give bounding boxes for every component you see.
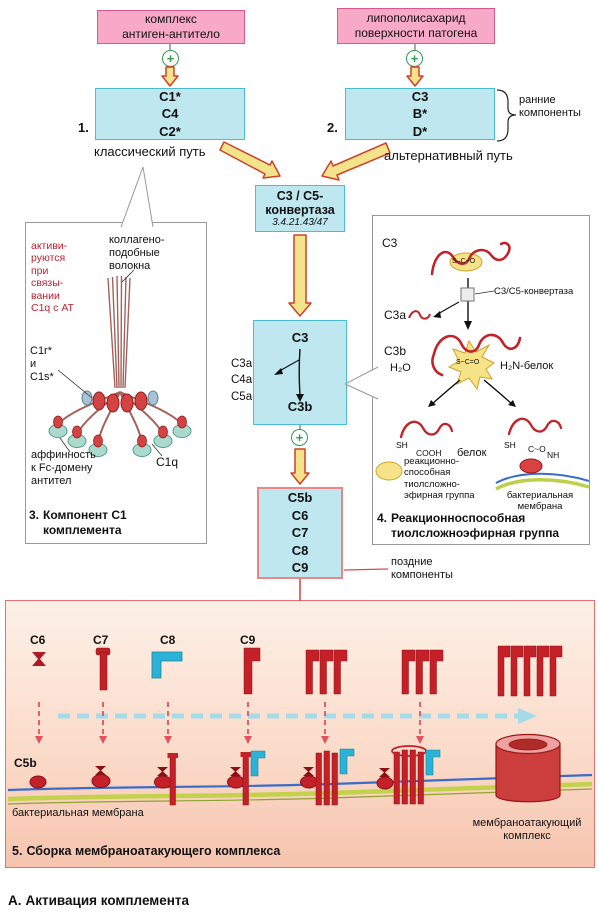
panel5-caption-text: Сборка мембраноатакующего комплекса — [26, 844, 281, 858]
figure-title-text: Активация комплемента — [25, 893, 190, 908]
panel3-caption-text: Компонент C1 комплемента — [43, 508, 127, 537]
plus-sign: + — [295, 430, 304, 445]
antigen-antibody-label: комплекс антиген-антитело — [122, 12, 220, 41]
mac-label: мембраноатакующий комплекс — [472, 817, 582, 842]
sh-label: SH — [504, 440, 516, 450]
thioester-group-text: S–C~O — [452, 258, 476, 265]
lps-label: липополисахарид поверхности патогена — [354, 11, 478, 40]
c6-label: C6 — [30, 633, 46, 647]
arrow-down-icon — [161, 66, 179, 87]
plus-circle-icon: + — [291, 429, 308, 446]
p4-c3b-label: C3b — [384, 344, 407, 358]
h2n-protein-label: H₂N-белок — [500, 360, 554, 372]
classical-components-label: C1* C4 C2* — [159, 89, 181, 139]
step-number-2: 2. — [327, 120, 338, 135]
c8-label: C8 — [160, 633, 176, 647]
c3-cleavage-box: C3 C3b — [253, 320, 347, 425]
legend-membrane-label: бактериальная мембрана — [506, 490, 574, 513]
arrow-convertase-to-c3-icon — [288, 234, 312, 317]
alternative-components-label: C3 B* D* — [411, 89, 429, 139]
thioester-group-text: S~C=O — [456, 359, 480, 366]
panel5-caption: 5. Сборка мембраноатакующего комплекса — [12, 844, 280, 859]
panel4-caption: 4. Реакционноспособная тиолсложноэфирная… — [377, 511, 559, 540]
plus-sign: + — [166, 51, 175, 66]
late-components-label: поздние компоненты — [391, 556, 453, 581]
arrow-alternative-icon — [321, 142, 391, 181]
h2o-label: H₂O — [390, 362, 411, 374]
plus-circle-icon: + — [406, 50, 423, 67]
c3-label: C3 — [291, 330, 309, 345]
alternative-path-label: альтернативный путь — [384, 148, 513, 163]
convertase-ec-number: 3.4.21.43/47 — [272, 217, 328, 229]
c1q-label: C1q — [156, 455, 179, 469]
panel3-caption: 3. Компонент C1 комплемента — [29, 508, 127, 537]
lps-box: липополисахарид поверхности патогена — [337, 8, 495, 44]
nh-label: NH — [547, 450, 560, 460]
plus-sign: + — [410, 51, 419, 66]
p4-c3-label: C3 — [382, 236, 398, 250]
panel4-caption-text: Реакционноспособная тиолсложноэфирная гр… — [391, 511, 560, 540]
panel5-number: 5. — [12, 844, 23, 858]
legend-thioester-label: реакционно- способная тиолсложно- эфирна… — [404, 456, 475, 502]
c1q-activation-note: активи- руются при связы- вании C1q с АТ — [31, 240, 74, 314]
bacterial-membrane-label: бактериальная мембрана — [12, 807, 144, 819]
fc-affinity-label: аффинность к Fc-домену антител — [31, 449, 96, 487]
c9-label: C9 — [240, 633, 256, 647]
late-components-box: C5b C6 C7 C8 C9 — [257, 487, 343, 579]
protein-label: белок — [457, 447, 487, 459]
early-components-bracket — [496, 89, 517, 142]
figure-title: А. Активация комплемента — [8, 893, 189, 909]
c1r-c1s-label: C1r* и C1s* — [30, 345, 54, 383]
c7-label: C7 — [93, 633, 109, 647]
cooh-label: COOH — [416, 448, 442, 458]
sh-label: SH — [396, 440, 408, 450]
panel4-number: 4. — [377, 511, 388, 525]
alternative-components-box: C3 B* D* — [345, 88, 495, 140]
early-components-label: ранние компоненты — [519, 94, 581, 119]
arrow-classical-icon — [219, 141, 281, 179]
classical-components-box: C1* C4 C2* — [95, 88, 245, 140]
anaphylatoxins-label: C3a C4a C5a — [231, 358, 253, 403]
arrow-to-late-icon — [290, 448, 310, 485]
co-label: C~O — [528, 444, 546, 454]
collagen-fibers-label: коллагено- подобные волокна — [109, 234, 165, 272]
convertase-box: C3 / C5- конвертаза 3.4.21.43/47 — [255, 185, 345, 232]
p4-c3a-label: C3a — [384, 308, 407, 322]
plus-circle-icon: + — [162, 50, 179, 67]
panel3-number: 3. — [29, 508, 40, 522]
convertase-name: C3 / C5- конвертаза — [265, 188, 335, 217]
p4-convertase-label: C3/C5-конвертаза — [494, 286, 574, 297]
late-components-label: C5b C6 C7 C8 C9 — [287, 490, 313, 576]
step-number-1: 1. — [78, 120, 89, 135]
c3b-label: C3b — [287, 398, 313, 414]
figure-title-number: А. — [8, 893, 22, 908]
c5b-label: C5b — [14, 756, 37, 770]
antigen-antibody-box: комплекс антиген-антитело — [97, 10, 245, 44]
arrow-down-icon — [406, 66, 424, 87]
classical-path-label: классический путь — [94, 144, 206, 159]
